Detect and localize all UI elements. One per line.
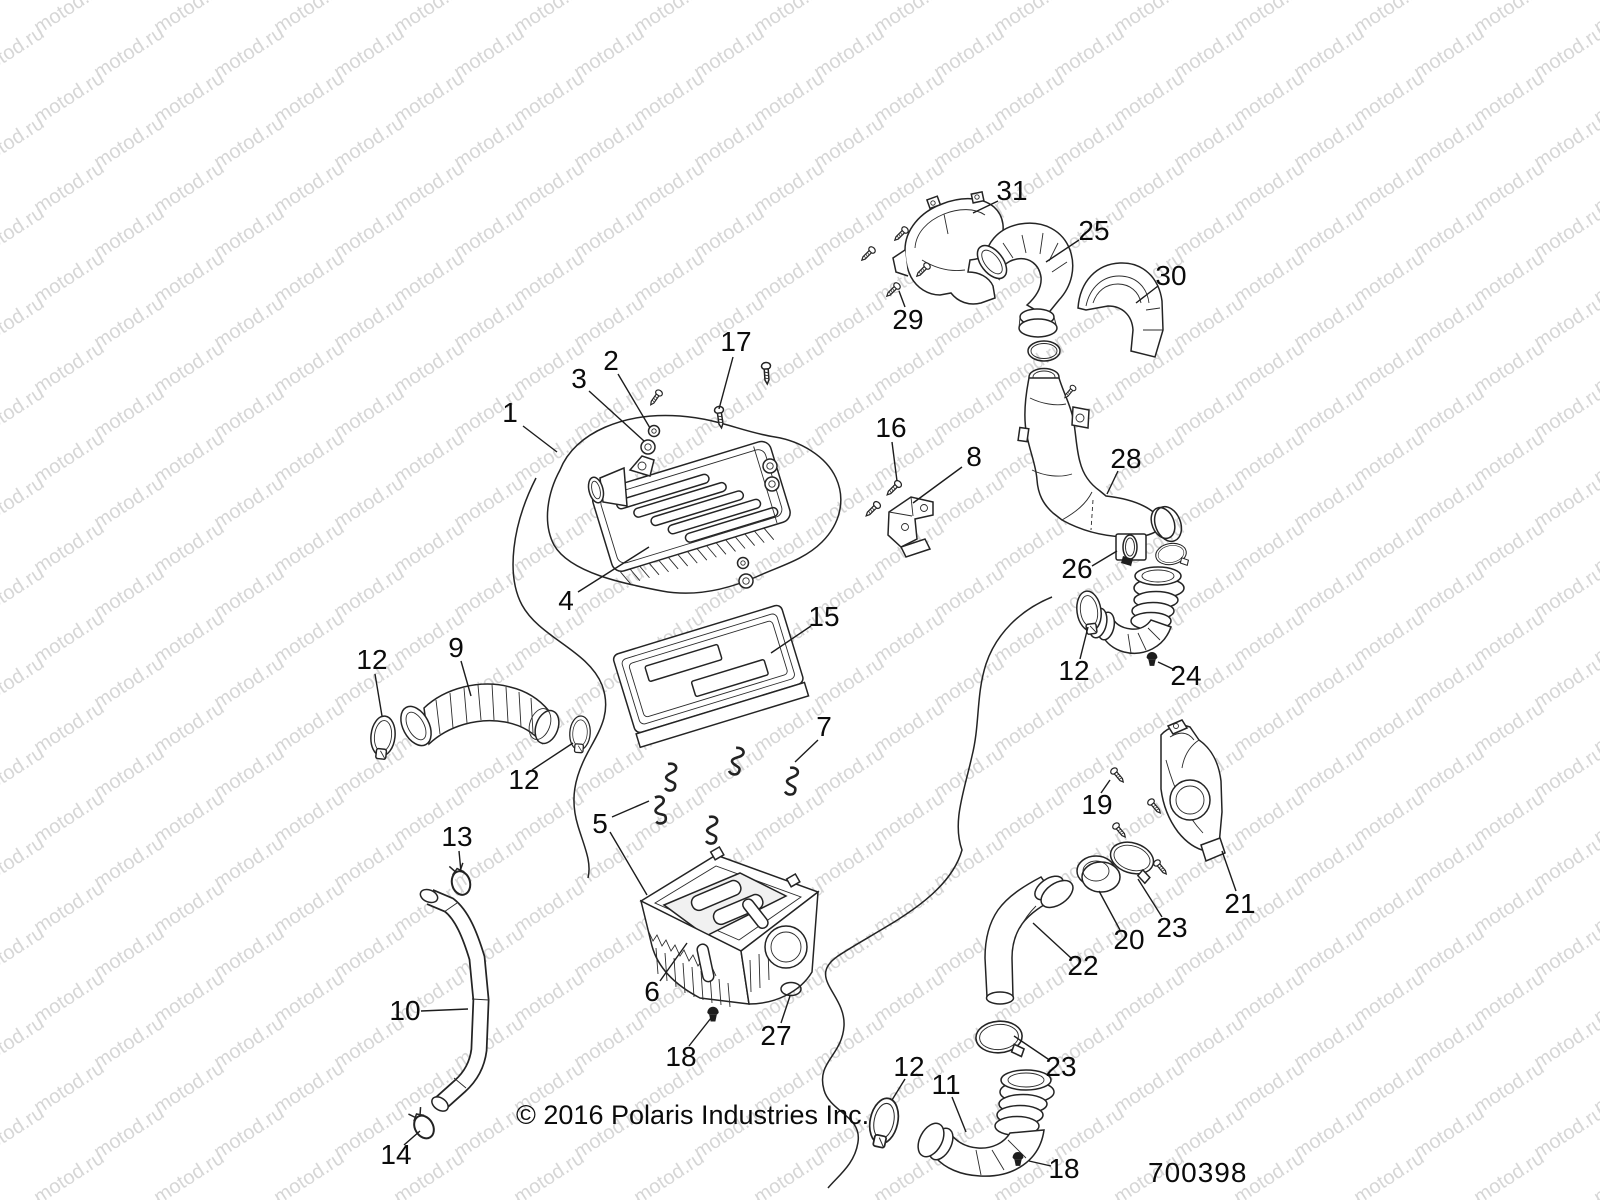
callout-23: 23 bbox=[1156, 912, 1188, 943]
bellows-elbow-right bbox=[1088, 566, 1185, 654]
callout-18: 18 bbox=[665, 1041, 697, 1072]
j-tube-22 bbox=[984, 875, 1074, 1005]
leader-line-13 bbox=[458, 850, 462, 873]
callout-24: 24 bbox=[1170, 660, 1202, 691]
callout-12: 12 bbox=[356, 644, 388, 675]
callout-21: 21 bbox=[1224, 888, 1256, 919]
callout-25: 25 bbox=[1078, 215, 1110, 246]
copyright-text: © 2016 Polaris Industries Inc. bbox=[516, 1100, 870, 1130]
airbox-base bbox=[639, 846, 820, 1008]
leader-line-5 bbox=[611, 800, 650, 818]
leader-line-18 bbox=[1028, 1160, 1052, 1167]
leader-line-3 bbox=[588, 390, 645, 442]
leader-line-16 bbox=[891, 441, 898, 482]
leader-line-21 bbox=[1221, 850, 1237, 892]
leader-line-22 bbox=[1032, 922, 1072, 959]
callout-12: 12 bbox=[508, 764, 540, 795]
intake-cover bbox=[1077, 262, 1164, 358]
leader-line-8 bbox=[912, 466, 963, 504]
leader-line-18 bbox=[688, 1017, 712, 1047]
leader-line-17 bbox=[718, 356, 734, 410]
callout-10: 10 bbox=[389, 995, 421, 1026]
callout-2: 2 bbox=[603, 345, 619, 376]
callout-31: 31 bbox=[996, 175, 1028, 206]
intake-elbow-duct bbox=[976, 222, 1074, 338]
leader-line-12 bbox=[1079, 626, 1089, 660]
callout-7: 7 bbox=[816, 711, 832, 742]
leader-line-2 bbox=[617, 373, 651, 429]
callout-20: 20 bbox=[1113, 924, 1145, 955]
callout-12: 12 bbox=[1058, 655, 1090, 686]
routing-curve-right bbox=[821, 596, 1053, 1189]
leader-line-12 bbox=[374, 673, 383, 717]
leader-line-27 bbox=[780, 995, 791, 1024]
air-filter bbox=[612, 604, 810, 749]
callout-29: 29 bbox=[892, 304, 924, 335]
callout-6: 6 bbox=[644, 976, 660, 1007]
bellows-elbow-11 bbox=[917, 1069, 1055, 1177]
intake-shield bbox=[892, 190, 1004, 305]
vent-tube bbox=[419, 888, 490, 1112]
cover-assembly-outline bbox=[546, 414, 842, 594]
callout-26: 26 bbox=[1061, 553, 1093, 584]
leader-line-15 bbox=[770, 625, 812, 654]
leader-line-31 bbox=[972, 200, 999, 214]
leader-line-26 bbox=[1091, 550, 1118, 567]
leader-line-12 bbox=[891, 1078, 906, 1101]
leader-line-7 bbox=[794, 739, 819, 763]
leader-line-1 bbox=[522, 425, 558, 453]
callout-9: 9 bbox=[448, 632, 464, 663]
leader-line-6 bbox=[659, 942, 688, 982]
leader-line-19 bbox=[1100, 779, 1111, 794]
callout-5: 5 bbox=[592, 808, 608, 839]
leader-line-24 bbox=[1157, 661, 1174, 670]
intake-hose bbox=[400, 683, 560, 747]
callout-13: 13 bbox=[441, 821, 473, 852]
leader-line-29 bbox=[898, 290, 906, 308]
leader-line-11 bbox=[951, 1096, 967, 1133]
diagram-part-number: 700398 bbox=[1148, 1157, 1248, 1188]
leader-line-28 bbox=[1106, 470, 1119, 495]
mount-bracket-8 bbox=[887, 496, 934, 558]
leader-line-20 bbox=[1098, 890, 1121, 931]
callout-15: 15 bbox=[808, 601, 840, 632]
leader-line-25 bbox=[1045, 239, 1080, 263]
callout-28: 28 bbox=[1110, 443, 1142, 474]
adapter-21 bbox=[1160, 719, 1226, 863]
o-ring-27 bbox=[780, 981, 802, 997]
callout-16: 16 bbox=[875, 412, 907, 443]
callout-14: 14 bbox=[380, 1139, 412, 1170]
callout-12: 12 bbox=[893, 1051, 925, 1082]
callout-18: 18 bbox=[1048, 1153, 1080, 1184]
callout-27: 27 bbox=[760, 1020, 792, 1051]
leader-line-30 bbox=[1135, 285, 1159, 304]
leader-line-9 bbox=[460, 660, 472, 697]
callout-23: 23 bbox=[1045, 1051, 1077, 1082]
callout-4: 4 bbox=[558, 585, 574, 616]
callout-30: 30 bbox=[1155, 260, 1187, 291]
callout-3: 3 bbox=[571, 363, 587, 394]
callout-17: 17 bbox=[720, 326, 752, 357]
callout-11: 11 bbox=[931, 1069, 961, 1100]
leader-line-5 bbox=[609, 831, 648, 896]
leader-line-23 bbox=[1013, 1035, 1049, 1060]
callout-1: 1 bbox=[502, 397, 518, 428]
leader-line-10 bbox=[420, 1008, 469, 1012]
callout-8: 8 bbox=[966, 441, 982, 472]
callout-22: 22 bbox=[1067, 950, 1099, 981]
leader-line-23 bbox=[1137, 878, 1163, 918]
clamp-bracket-26 bbox=[1115, 533, 1147, 566]
airbox-cover bbox=[587, 361, 791, 589]
leader-line-12 bbox=[531, 742, 574, 771]
intake-tube-28 bbox=[1017, 340, 1183, 543]
callout-19: 19 bbox=[1081, 789, 1113, 820]
leader-line-4 bbox=[577, 546, 650, 593]
routing-curve-left bbox=[512, 477, 607, 879]
leader-line-14 bbox=[403, 1130, 421, 1146]
sleeve-20 bbox=[1076, 855, 1121, 893]
